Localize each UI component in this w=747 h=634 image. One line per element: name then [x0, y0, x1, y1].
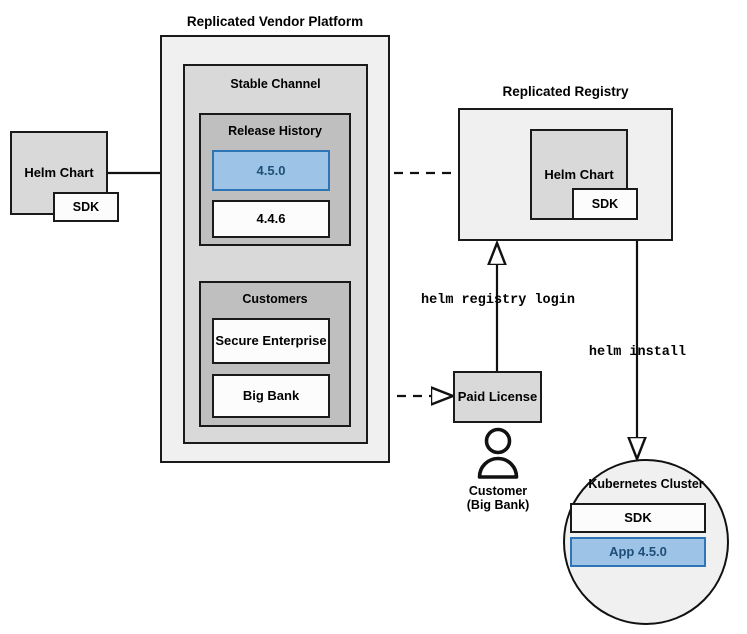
customers-label: Customers	[242, 292, 308, 306]
cluster-component-label: SDK	[624, 510, 652, 526]
command-helm-registry-login: helm registry login	[421, 293, 575, 308]
source-sdk-label: SDK	[72, 199, 100, 214]
command-helm-install: helm install	[588, 345, 687, 360]
source-sdk-box[interactable]: SDK	[53, 192, 119, 222]
registry-sdk-box[interactable]: SDK	[572, 188, 638, 220]
customer-item-secure-enterprise[interactable]: Secure Enterprise	[212, 318, 330, 364]
kubernetes-cluster-label: Kubernetes Cluster	[588, 477, 704, 491]
paid-license-label: Paid License	[457, 389, 538, 405]
release-version-label: 4.4.6	[256, 211, 286, 227]
paid-license-box[interactable]: Paid License	[453, 371, 542, 423]
release-item-4-4-6[interactable]: 4.4.6	[212, 200, 330, 238]
source-helm-chart-label: Helm Chart	[24, 165, 94, 181]
customer-actor-label: Customer (Big Bank)	[466, 484, 530, 513]
customer-item-big-bank[interactable]: Big Bank	[212, 374, 330, 418]
cluster-component-sdk[interactable]: SDK	[570, 503, 706, 533]
release-version-label: 4.5.0	[256, 162, 286, 178]
registry-title: Replicated Registry	[502, 84, 629, 99]
registry-sdk-label: SDK	[591, 196, 619, 211]
stable-channel-label: Stable Channel	[230, 77, 321, 91]
cluster-component-label: App 4.5.0	[609, 544, 667, 560]
person-icon	[477, 427, 519, 479]
customer-name-label: Big Bank	[242, 388, 300, 404]
release-item-4-5-0[interactable]: 4.5.0	[212, 150, 330, 191]
customer-name-label: Secure Enterprise	[215, 333, 327, 349]
registry-helm-chart-label: Helm Chart	[544, 166, 614, 182]
release-history-label: Release History	[228, 124, 322, 138]
cluster-component-app[interactable]: App 4.5.0	[570, 537, 706, 567]
vendor-platform-title: Replicated Vendor Platform	[186, 14, 364, 29]
